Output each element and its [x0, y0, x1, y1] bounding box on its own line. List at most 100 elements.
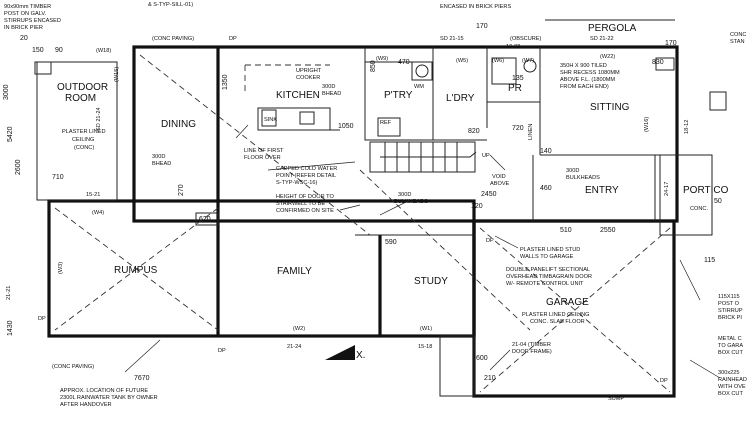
note-obscure: (OBSCURE) — [510, 36, 542, 42]
dim-150: 150 — [32, 47, 44, 54]
code-w3: (W3) — [58, 262, 64, 274]
dim-470: 470 — [398, 59, 410, 66]
note-rainwater-1: APPROX. LOCATION OF FUTURE — [60, 388, 148, 394]
note-metal-post-3: BOX CUT — [718, 350, 743, 356]
room-label-entry: ENTRY — [585, 185, 619, 196]
code-w2: (W2) — [293, 326, 305, 332]
note-cold-water-2: POINT (REFER DETAIL — [276, 173, 336, 179]
dim-590: 590 — [385, 239, 397, 246]
note-top-brick: ENCASED IN BRICK PIERS — [440, 4, 511, 10]
code-w7: (W7) — [522, 58, 534, 64]
room-label-portico: PORTICO — [683, 185, 729, 196]
dim-510: 510 — [560, 227, 572, 234]
code-w4: (W4) — [92, 210, 104, 216]
dim-2450: 2450 — [481, 191, 497, 198]
code-w9: (W9) — [376, 56, 388, 62]
dim-830: 830 — [652, 59, 664, 66]
note-kitchen-head-2: BHEAD — [322, 91, 341, 97]
outdoor-structures — [325, 19, 713, 397]
note-door-frame-1: 21-04 (TIMBER — [512, 342, 551, 348]
code-18-12: 18-12 — [684, 120, 690, 134]
dim-170: 170 — [476, 23, 488, 30]
note-x-mark: X. — [356, 350, 365, 361]
note-sectional-3: W/- REMOTE CONTROL UNIT — [506, 281, 584, 287]
note-door-frame-2: DOOR FRAME) — [512, 349, 552, 355]
dim-1050: 1050 — [338, 123, 354, 130]
note-right-edge-2: POST O — [718, 301, 740, 307]
room-label-pantry: P'TRY — [384, 90, 413, 101]
code-w16: (W16) — [644, 117, 650, 132]
code-dp-1: DP — [229, 36, 237, 42]
note-outdoor-ceiling-1: PLASTER LINED — [62, 129, 106, 135]
dim-5420: 5420 — [7, 126, 14, 142]
room-label-garage: GARAGE — [546, 297, 589, 308]
code-w6: (W6) — [492, 58, 504, 64]
dim-620: 620 — [199, 216, 211, 223]
dim-720: 720 — [512, 125, 524, 132]
note-right-edge-3: STIRRUP — [718, 308, 743, 314]
note-sitting-tile-1: 350H X 900 TILED — [560, 63, 607, 69]
code-w15: (W15) — [114, 67, 120, 82]
fixtures — [34, 57, 727, 137]
note-bulkheads-stair-2: BULKHEADS — [394, 199, 428, 205]
code-15-21: 15-21 — [86, 192, 100, 198]
note-sectional-1: DOUBLE PANELIFT SECTIONAL — [506, 267, 590, 273]
note-rainhead-4: BOX CUT — [718, 391, 743, 397]
code-10-08: 10-08 — [506, 44, 520, 50]
note-upright-1: UPRIGHT — [296, 68, 322, 74]
note-kitchen-head-1: 300D — [322, 84, 335, 90]
dim-1430: 1430 — [7, 320, 14, 336]
room-label-kitchen: KITCHEN — [276, 90, 320, 101]
code-w5: (W5) — [456, 58, 468, 64]
note-void-2: ABOVE — [490, 181, 510, 187]
note-door-height-2: STAIRWELL TO BE — [276, 201, 325, 207]
note-sectional-2: OVERHEAD TIMBAGRAIN DOOR — [506, 274, 592, 280]
room-label-dining: DINING — [161, 119, 196, 130]
dim-170b: 170 — [665, 40, 677, 47]
note-conc-paving-bottom: (CONC PAVING) — [52, 364, 94, 370]
kitchen-island — [257, 107, 340, 131]
dim-600: 600 — [476, 355, 488, 362]
dim-7670: 7670 — [134, 375, 150, 382]
note-cold-water-3: S-TYP-WSC-16) — [276, 180, 317, 186]
external-walls — [36, 45, 679, 398]
note-void-1: VOID — [492, 174, 506, 180]
note-sump: SUMP — [608, 396, 624, 402]
note-conc: CONC. — [690, 206, 708, 212]
note-linen: LINEN — [528, 124, 534, 140]
dashed-lines — [54, 54, 671, 393]
dim-2550: 2550 — [600, 227, 616, 234]
note-ref: REF — [380, 120, 392, 126]
note-conc-top-right-2: STAN — [730, 39, 745, 45]
note-sitting-tile-3: ABOVE F.L. (1800MM — [560, 77, 615, 83]
code-w18: (W18) — [96, 48, 111, 54]
note-garage-walls-2: WALLS TO GARAGE — [520, 254, 574, 260]
dim-210: 210 — [484, 375, 496, 382]
note-upright-2: COOKER — [296, 75, 320, 81]
note-sink: SINK — [264, 117, 277, 123]
note-right-edge-4: BRICK PI — [718, 315, 742, 321]
note-garage-ceiling-2: CONC. SLAB FLOOR — [530, 319, 585, 325]
note-rainhead-1: 300x225 — [718, 370, 739, 376]
note-first-floor-2: FLOOR OVER — [244, 155, 281, 161]
note-sitting-tile-2: SHR RECESS 1080MM — [560, 70, 620, 76]
room-label-pergola: PERGOLA — [588, 23, 637, 34]
note-rainhead-2: RAINHEAD — [718, 377, 747, 383]
room-label-rumpus: RUMPUS — [114, 265, 158, 276]
note-door-height-3: CONFIRMED ON SITE — [276, 208, 334, 214]
code-dp-3: DP — [218, 348, 226, 354]
note-garage-ceiling-1: PLASTER LINED CEILING — [522, 312, 589, 318]
dim-120: 120 — [471, 203, 483, 210]
note-conc-top-right-1: CONC — [730, 32, 746, 38]
dim-140: 140 — [540, 148, 552, 155]
note-dining-head-2: BHEAD — [152, 161, 171, 167]
dim-2600: 2600 — [15, 159, 22, 175]
code-dp-4: DP — [486, 238, 494, 244]
internal-walls — [195, 47, 677, 336]
room-label-study: STUDY — [414, 276, 448, 287]
dim-710: 710 — [52, 174, 64, 181]
note-up: UP — [482, 153, 490, 159]
code-dp-2: DP — [38, 316, 46, 322]
staircase — [369, 141, 477, 173]
